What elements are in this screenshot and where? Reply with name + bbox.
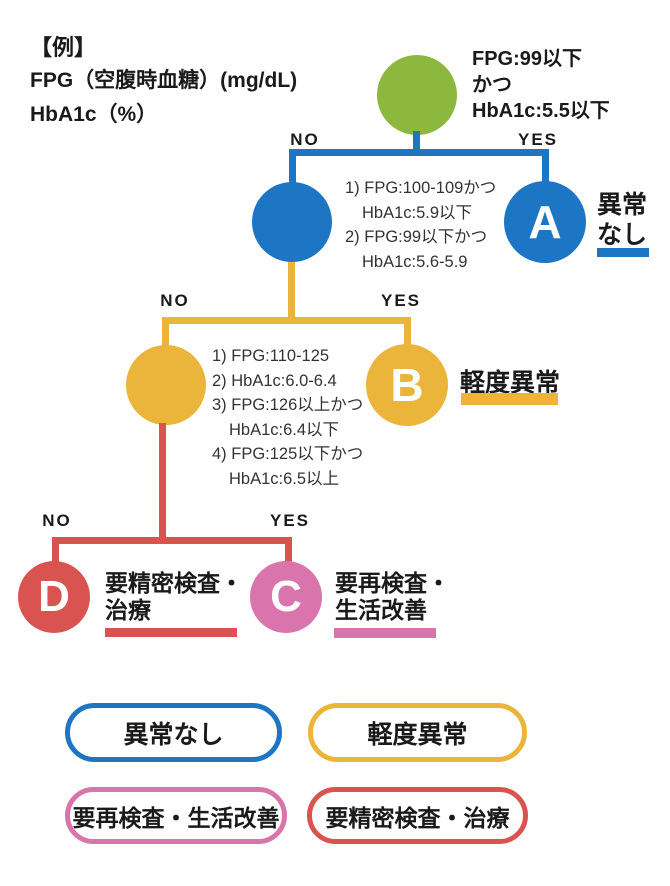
- connector-blue-stub: [413, 131, 420, 156]
- connector-blue-drop-left: [289, 149, 296, 185]
- result-b-underline: [461, 393, 558, 405]
- branch2-yes-label: YES: [380, 291, 422, 310]
- level3-condition-text: 1) FPG:110-125 2) HbA1c:6.0-6.4 3) FPG:1…: [212, 347, 364, 488]
- connector-yellow-drop-left: [162, 317, 169, 348]
- result-c-letter: C: [270, 572, 302, 621]
- result-d-circle: D: [18, 561, 90, 633]
- branch3-yes-label: YES: [269, 511, 311, 530]
- connector-yellow-horizontal: [162, 317, 411, 324]
- connector-red-drop-left: [52, 537, 59, 564]
- connector-blue-drop-right: [542, 149, 549, 183]
- connector-blue-horizontal: [289, 149, 549, 156]
- result-d-label: 要精密検査・ 治療: [105, 570, 243, 623]
- connector-red-drop-right: [285, 537, 292, 564]
- legend-badge-mild: 軽度異常: [308, 703, 527, 762]
- connector-red-stub: [159, 423, 166, 541]
- root-condition-text: FPG:99以下 かつ HbA1c:5.5以下: [472, 48, 610, 122]
- legend-badge-normal: 異常なし: [65, 703, 282, 762]
- result-d-underline: [105, 628, 237, 637]
- result-a-letter: A: [528, 196, 562, 248]
- result-b-letter: B: [390, 359, 424, 411]
- branch1-no-label: NO: [290, 130, 320, 149]
- level2-node-circle: [252, 182, 332, 262]
- example-tag: 【例】: [30, 35, 97, 60]
- branch2-no-label: NO: [160, 291, 190, 310]
- fpg-unit-label: FPG（空腹時血糖）(mg/dL): [30, 69, 298, 92]
- result-a-circle: A: [504, 181, 586, 263]
- connector-yellow-drop-right: [404, 317, 411, 347]
- result-c-circle: C: [250, 561, 322, 633]
- result-c-underline: [334, 628, 436, 638]
- hba1c-unit-label: HbA1c（%）: [30, 103, 158, 126]
- root-node-circle: [377, 55, 457, 135]
- level3-node-circle: [126, 345, 206, 425]
- connector-yellow-stub: [288, 262, 295, 320]
- legend-badge-recheck: 要再検査・生活改善: [65, 787, 287, 844]
- connector-red-horizontal: [52, 537, 292, 544]
- result-b-label: 軽度異常: [460, 369, 561, 397]
- legend-badge-treatment: 要精密検査・治療: [307, 787, 528, 844]
- branch3-no-label: NO: [42, 511, 72, 530]
- result-a-underline: [597, 248, 649, 257]
- result-c-label: 要再検査・ 生活改善: [335, 570, 450, 623]
- branch1-yes-label: YES: [517, 130, 559, 149]
- result-d-letter: D: [38, 572, 70, 621]
- result-a-label: 異常 なし: [597, 191, 648, 249]
- level2-condition-text: 1) FPG:100-109かつ HbA1c:5.9以下 2) FPG:99以下…: [345, 179, 497, 271]
- result-b-circle: B: [366, 344, 448, 426]
